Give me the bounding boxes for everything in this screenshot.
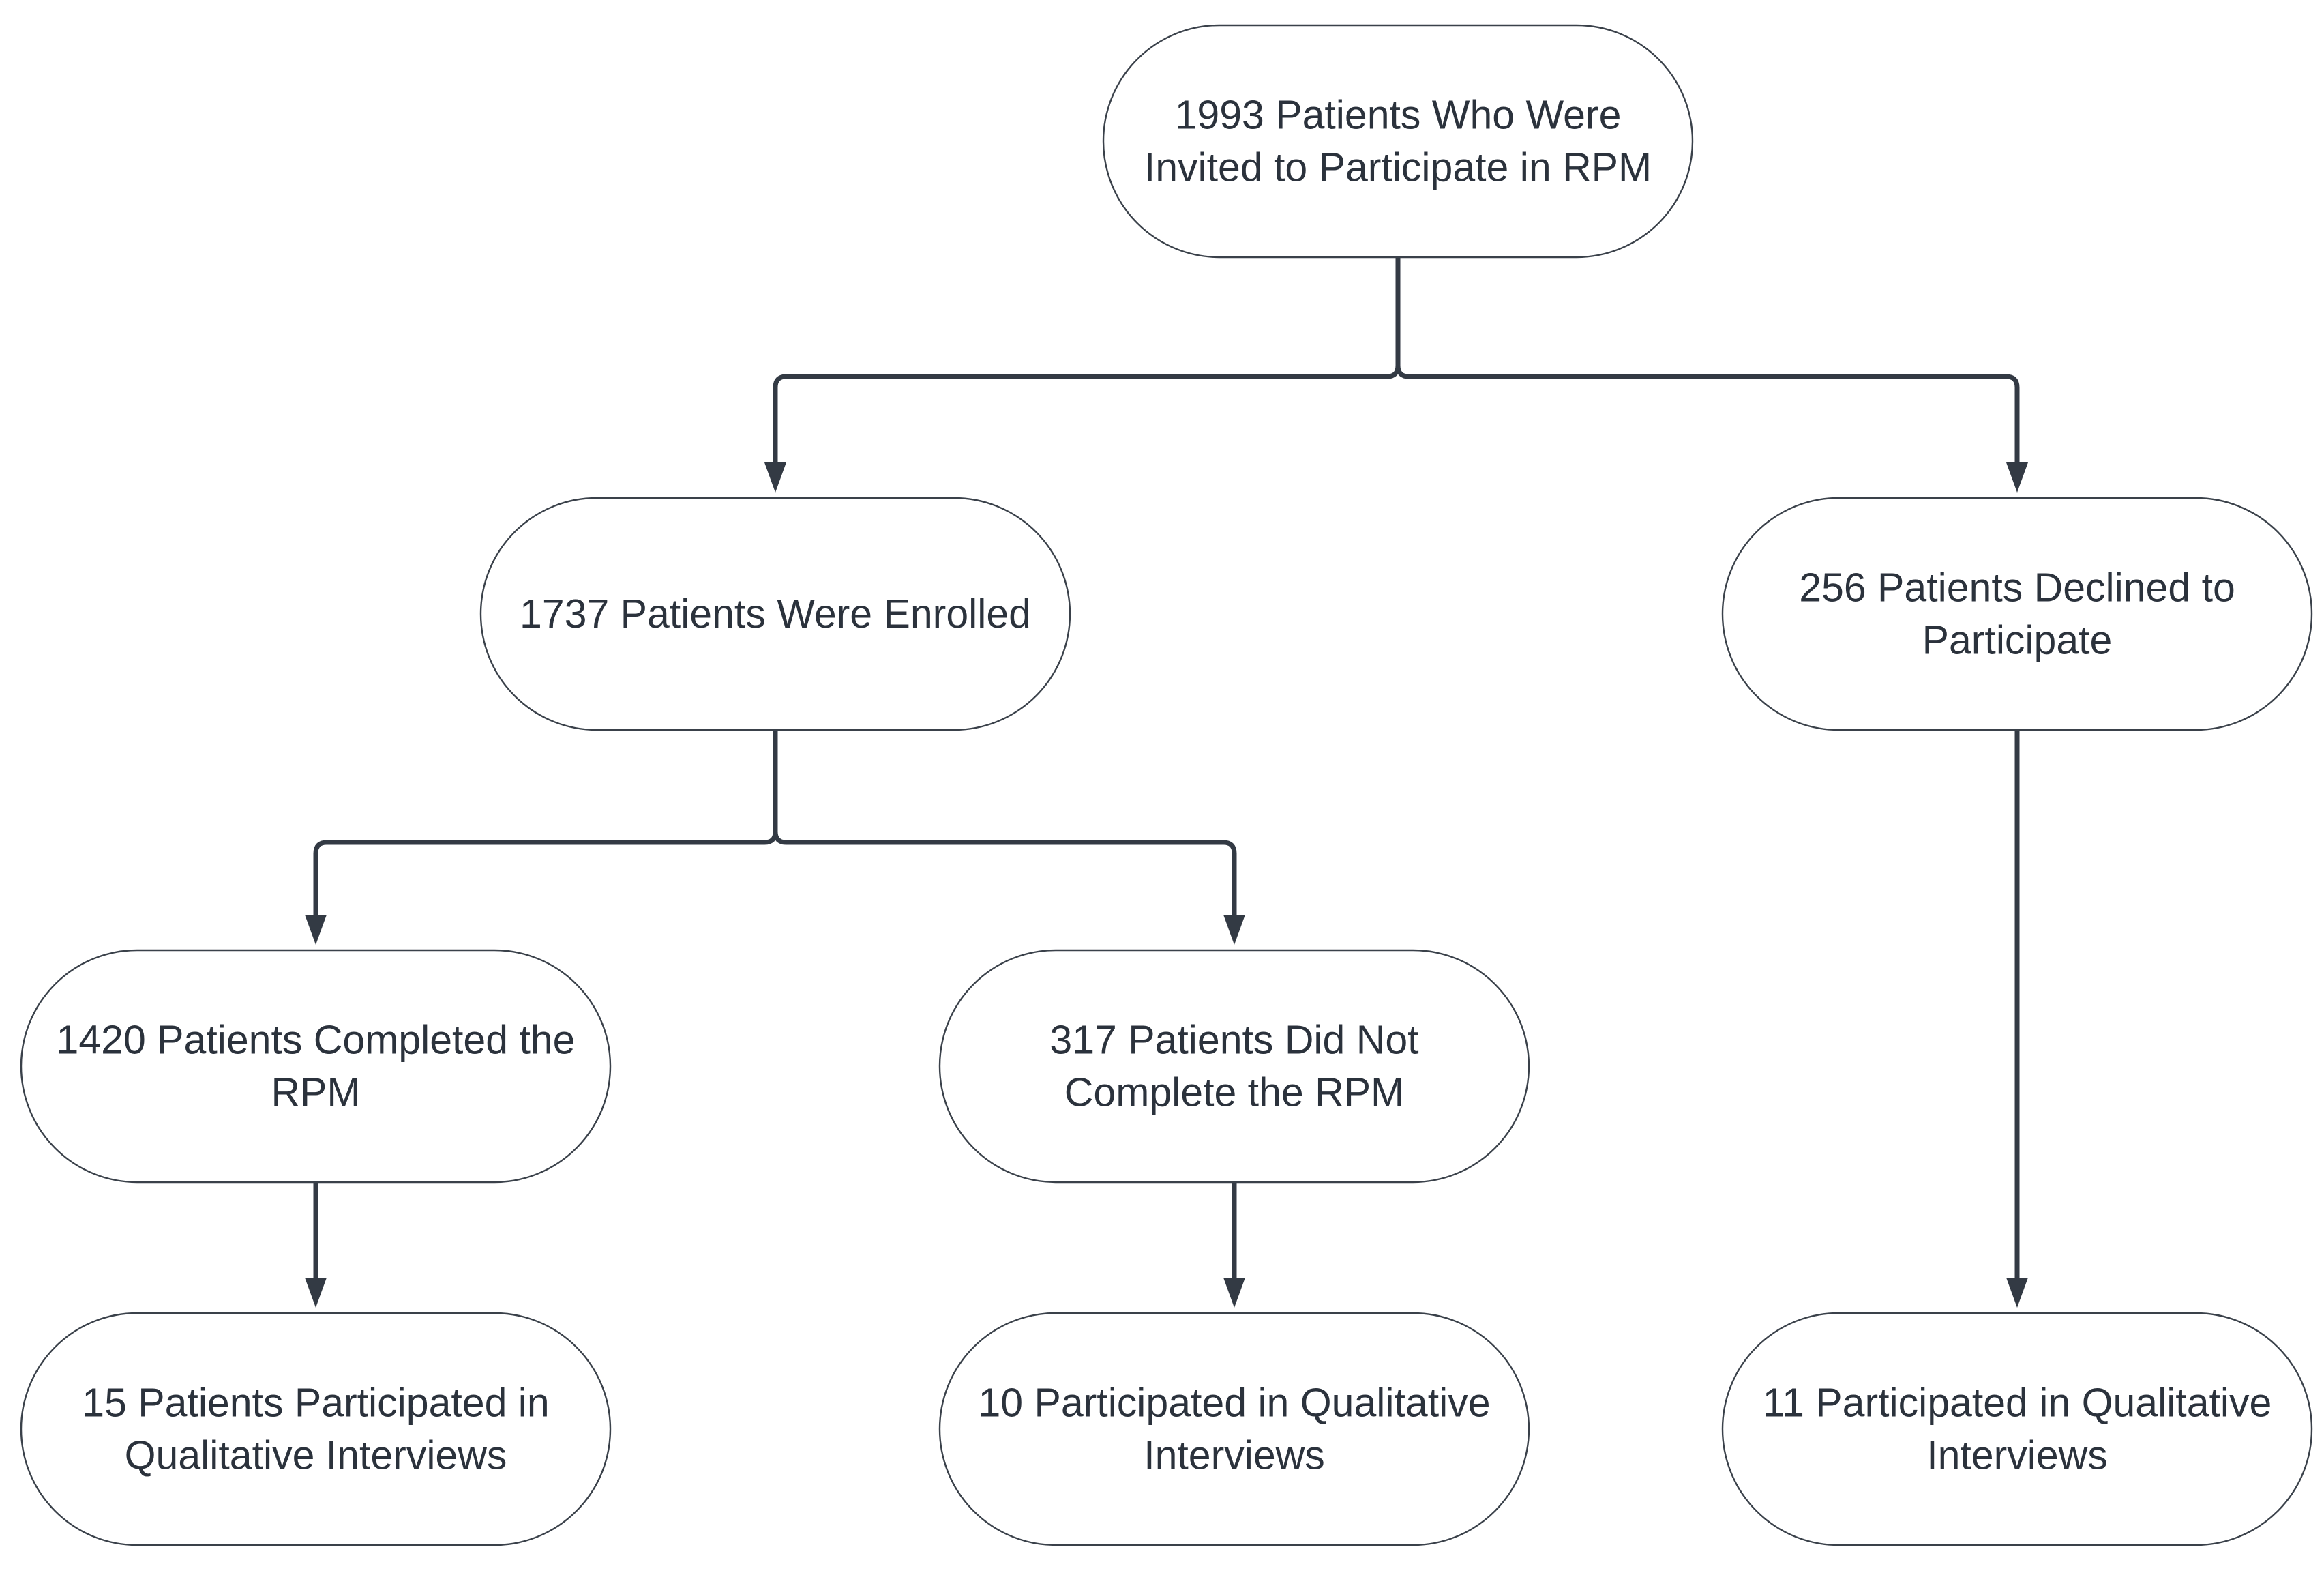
node-box [1721,1312,2313,1546]
node-enrolled: 1737 Patients Were Enrolled [479,497,1071,731]
connector-invited-to-enrolled [764,257,1401,493]
node-label-line: 256 Patients Declined to [1799,565,2235,611]
node-label-line: 10 Participated in Qualitative [978,1381,1490,1426]
node-declined: 256 Patients Declined to Participate [1721,497,2313,731]
node-box [938,949,1530,1184]
connector-declined-to-declined-interviews [2006,730,2028,1308]
connector-line [773,257,1401,467]
node-label-line: 11 Participated in Qualitative [1763,1381,2272,1426]
node-box [20,1312,612,1546]
node-label-line: Interviews [1144,1433,1325,1478]
connector-enrolled-to-not-completed [773,730,1245,945]
node-completed-interviews: 15 Patients Participated in Qualitative I… [20,1312,612,1546]
connector-completed-to-completed-interviews [305,1182,327,1308]
connector-enrolled-to-completed [305,730,778,945]
arrowhead [764,462,786,493]
arrowhead [2006,1278,2028,1308]
node-box [479,497,1071,731]
node-label-line: Qualitative Interviews [125,1433,507,1478]
arrowhead [2006,462,2028,493]
node-label-line: Complete the RPM [1064,1070,1404,1115]
node-label-line: 1737 Patients Were Enrolled [520,591,1031,636]
arrowhead [305,915,327,945]
connector-not-completed-to-not-completed-interviews [1223,1182,1245,1308]
node-label-line: 1420 Patients Completed the [57,1018,576,1063]
connector-line [1395,257,2020,467]
node-label-line: Participate [1922,618,2113,663]
node-box [20,949,612,1184]
node-label-line: Interviews [1926,1433,2108,1478]
connector-line [313,730,778,919]
node-box [1721,497,2313,731]
node-label-line: Invited to Participate in RPM [1144,145,1652,190]
connector-line [773,730,1237,919]
node-label-line: 317 Patients Did Not [1049,1018,1418,1063]
arrowhead [305,1278,327,1308]
connector-invited-to-declined [1395,257,2028,493]
node-box [938,1312,1530,1546]
node-label-line: 15 Patients Participated in [82,1381,549,1426]
arrowhead [1223,1278,1245,1308]
node-box [1102,24,1694,259]
connectors [305,257,2028,1308]
arrowhead [1223,915,1245,945]
node-label-line: RPM [271,1070,360,1115]
node-label-line: 1993 Patients Who Were [1175,93,1622,138]
